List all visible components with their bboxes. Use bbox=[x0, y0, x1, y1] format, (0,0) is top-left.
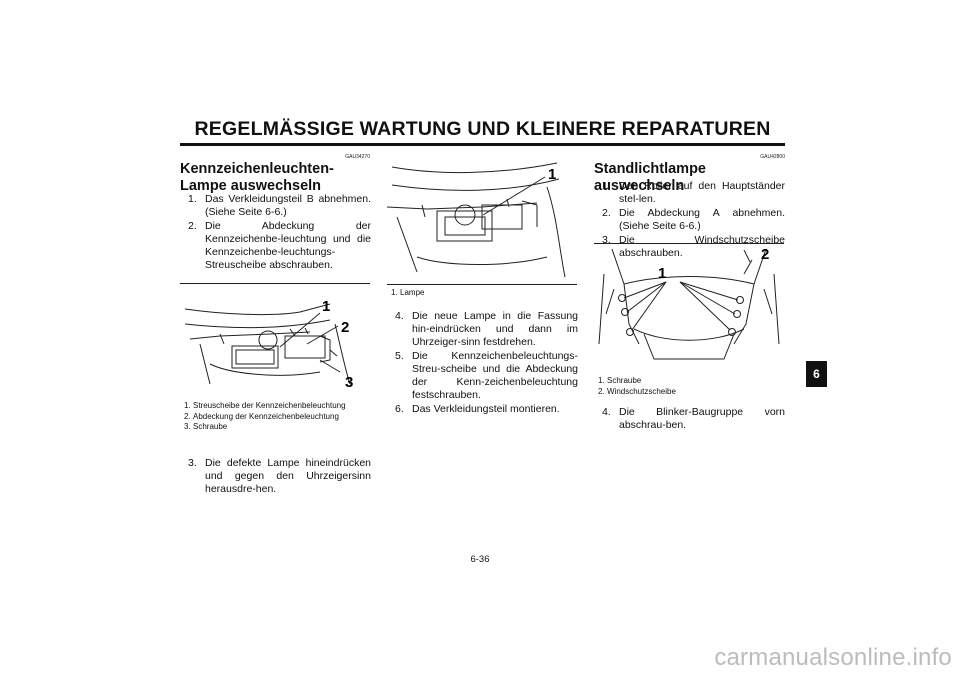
caption-item: 1.Lampe bbox=[391, 288, 425, 297]
windshield-drawing: 1 2 bbox=[598, 246, 780, 360]
figure-label-2: 2 bbox=[761, 246, 769, 263]
list-item: 4.Die neue Lampe in die Fassung hin-eind… bbox=[395, 310, 578, 348]
lamp-drawing: 1 bbox=[386, 162, 566, 278]
figure-label-1: 1 bbox=[548, 166, 556, 183]
captions-left: 1.Streuscheibe der Kennzeichenbeleuchtun… bbox=[184, 401, 374, 433]
list-item: 5.Die Kennzeichenbeleuchtungs-Streu-sche… bbox=[395, 350, 578, 401]
section-title-right: Standlichtlampe auswechseln bbox=[594, 161, 706, 194]
caption-item: 2.Windschutzscheibe bbox=[598, 386, 676, 396]
list-item: 2.Die Abdeckung der Kennzeichenbe-leucht… bbox=[188, 220, 371, 271]
section-code-right: GAU42800 bbox=[760, 154, 785, 160]
chapter-tab: 6 bbox=[806, 361, 827, 387]
caption-item: 1.Schraube bbox=[598, 376, 642, 385]
list-item: 3.Die defekte Lampe hineindrücken und ge… bbox=[188, 457, 371, 495]
section-title-left: Kennzeichenleuchten-Lampe auswechseln bbox=[180, 161, 334, 194]
figure-label-1: 1 bbox=[322, 298, 330, 315]
section-code-left: GAU34270 bbox=[345, 154, 370, 160]
figure-label-3: 3 bbox=[345, 374, 353, 391]
steps-right-b: 4.Die Blinker-Baugruppe vorn abschrau-be… bbox=[602, 406, 785, 433]
illustration-license-lamp: 1 2 3 bbox=[180, 283, 370, 394]
watermark: carmanualsonline.info bbox=[714, 644, 952, 671]
steps-left-b: 3.Die defekte Lampe hineindrücken und ge… bbox=[188, 457, 371, 497]
steps-middle: 4.Die neue Lampe in die Fassung hin-eind… bbox=[395, 310, 578, 417]
header-rule bbox=[180, 143, 785, 146]
illustration-windshield: 1 2 bbox=[594, 243, 784, 372]
captions-right: 1.Schraube 2.Windschutzscheibe bbox=[598, 376, 788, 397]
page-number: 6-36 bbox=[470, 554, 490, 565]
captions-middle: 1.Lampe bbox=[391, 288, 581, 299]
list-item: 2.Die Abdeckung A abnehmen. (Siehe Seite… bbox=[602, 207, 785, 232]
list-item: 1.Den Roller auf den Hauptständer stel-l… bbox=[602, 180, 785, 205]
page-header-title: REGELMÄSSIGE WARTUNG UND KLEINERE REPARA… bbox=[194, 118, 771, 140]
caption-item: 3.Schraube bbox=[184, 422, 228, 431]
steps-left-a: 1.Das Verkleidungsteil B abnehmen. (Sieh… bbox=[188, 193, 371, 273]
license-lamp-drawing: 1 2 3 bbox=[184, 298, 353, 391]
list-item: 1.Das Verkleidungsteil B abnehmen. (Sieh… bbox=[188, 193, 371, 218]
figure-label-1: 1 bbox=[658, 265, 666, 282]
figure-rule-middle bbox=[387, 284, 577, 285]
figure-label-2: 2 bbox=[341, 319, 349, 336]
caption-item: 1.Streuscheibe der Kennzeichenbeleuchtun… bbox=[184, 401, 346, 410]
list-item: 6.Das Verkleidungsteil montieren. bbox=[395, 403, 560, 415]
list-item: 4.Die Blinker-Baugruppe vorn abschrau-be… bbox=[602, 406, 785, 431]
caption-item: 2.Abdeckung der Kennzeichenbeleuchtung bbox=[184, 411, 339, 421]
illustration-lamp: 1 bbox=[386, 157, 577, 281]
